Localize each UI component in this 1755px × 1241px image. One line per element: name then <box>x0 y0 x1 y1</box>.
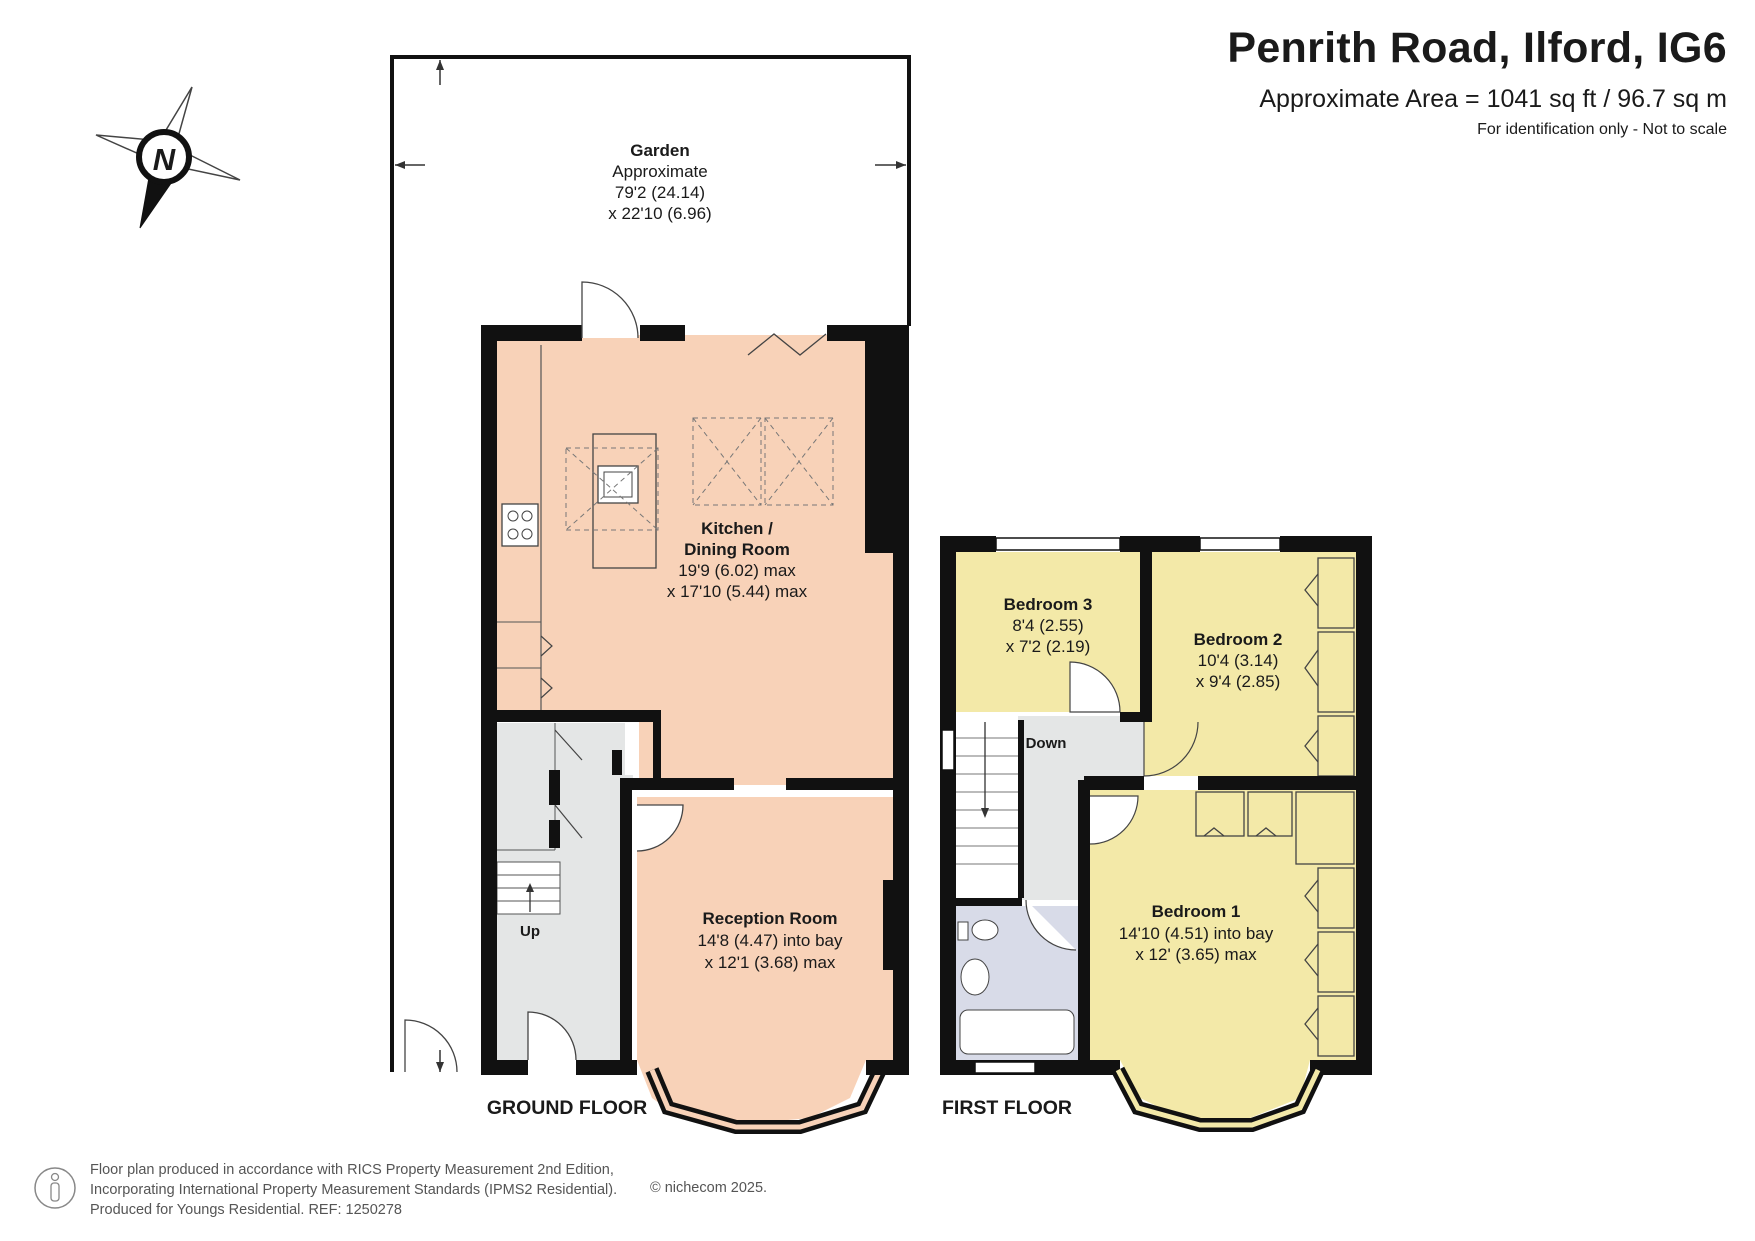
toilet-icon <box>971 919 999 941</box>
ground-floor-label: GROUND FLOOR <box>487 1097 647 1119</box>
window-bathroom <box>974 1061 1036 1074</box>
bedroom3-line1: 8'4 (2.55) <box>1012 616 1083 635</box>
hob-icon <box>501 503 539 547</box>
bedroom2-line2: x 9'4 (2.85) <box>1196 672 1281 691</box>
garden-line2: 79'2 (24.14) <box>615 183 705 202</box>
compass-letter: N <box>153 142 176 177</box>
footer-notes: Floor plan produced in accordance with R… <box>90 1160 617 1220</box>
bedroom-2 <box>1144 552 1356 776</box>
bay-window-first <box>1111 1066 1325 1132</box>
bedroom2-line1: 10'4 (3.14) <box>1198 651 1279 670</box>
ground-floor-walls <box>481 325 909 1075</box>
person-logo-icon <box>34 1167 76 1209</box>
garden-line1: Approximate <box>612 162 707 181</box>
kitchen-dining-room <box>497 333 893 785</box>
bedroom2-name: Bedroom 2 <box>1194 630 1283 649</box>
garden-outline <box>390 55 911 1072</box>
roof-light <box>764 417 834 506</box>
window-bedroom-2 <box>1199 537 1281 551</box>
reception-line2: x 12'1 (3.68) max <box>705 953 836 972</box>
basin-icon <box>960 958 990 996</box>
identification-note: For identification only - Not to scale <box>1477 121 1727 138</box>
compass-icon: N <box>95 86 241 229</box>
bifold-door <box>747 333 827 356</box>
kitchen-line1: 19'9 (6.02) max <box>678 561 796 580</box>
footer-line2: Incorporating International Property Mea… <box>90 1182 618 1198</box>
bath-icon <box>959 1009 1075 1055</box>
bedroom-1 <box>1084 790 1356 1122</box>
bedroom3-name: Bedroom 3 <box>1004 595 1093 614</box>
footer-line1: Floor plan produced in accordance with R… <box>90 1162 614 1178</box>
page-title: Penrith Road, Ilford, IG6 <box>1227 24 1727 72</box>
reception-room <box>636 797 895 1134</box>
garden-name: Garden <box>630 141 690 160</box>
kitchen-name1: Kitchen / <box>701 519 773 538</box>
roof-light <box>692 417 762 506</box>
bedroom1-line2: x 12' (3.65) max <box>1135 945 1257 964</box>
wardrobes <box>1195 557 1355 1057</box>
bedroom1-name: Bedroom 1 <box>1152 902 1241 921</box>
reception-line1: 14'8 (4.47) into bay <box>697 931 843 950</box>
copyright: © nichecom 2025. <box>650 1180 768 1196</box>
fireplace <box>883 880 895 970</box>
stairs-up-label: Up <box>520 923 540 940</box>
ground-stairs <box>496 861 561 915</box>
window-bedroom-3 <box>995 537 1121 551</box>
stairs-down-label: Down <box>1026 735 1067 752</box>
bay-window <box>645 1067 887 1134</box>
kitchen-name2: Dining Room <box>684 540 790 559</box>
first-floor-label: FIRST FLOOR <box>942 1097 1072 1119</box>
footer-line3: Produced for Youngs Residential. REF: 12… <box>90 1202 402 1218</box>
approximate-area: Approximate Area = 1041 sq ft / 96.7 sq … <box>1259 85 1727 113</box>
bathroom <box>956 899 1078 1060</box>
kitchen-line2: x 17'10 (5.44) max <box>667 582 808 601</box>
reception-name: Reception Room <box>702 909 837 928</box>
window-landing <box>941 729 955 771</box>
bedroom3-line2: x 7'2 (2.19) <box>1006 637 1091 656</box>
first-stairs <box>956 716 1018 898</box>
ground-hallway <box>496 723 633 1061</box>
garden-line3: x 22'10 (6.96) <box>608 204 711 223</box>
bedroom1-line1: 14'10 (4.51) into bay <box>1119 924 1274 943</box>
